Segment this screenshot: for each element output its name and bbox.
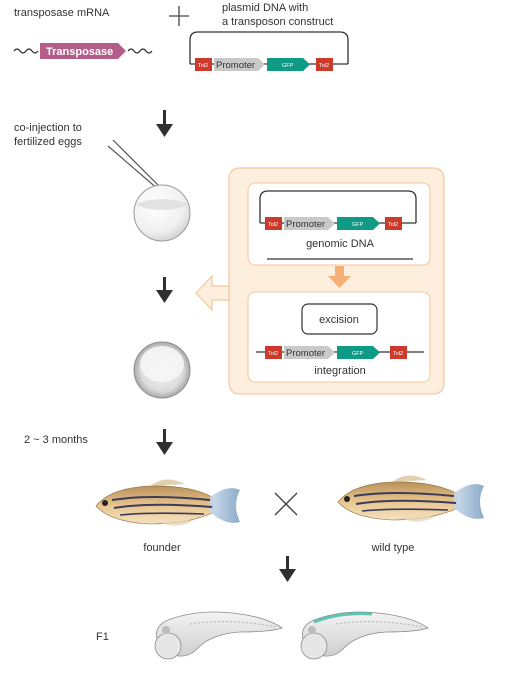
- tol2-left-label: Tol2: [198, 63, 208, 69]
- cross-icon: [274, 492, 298, 516]
- gfp-label: GFP: [352, 351, 364, 357]
- orange-left-arrow: [195, 274, 230, 312]
- gfp-label: GFP: [282, 63, 294, 69]
- promoter-label: Promoter: [216, 60, 255, 71]
- plasmid-label-line1: plasmid DNA with: [222, 2, 308, 14]
- gfp-block: [337, 217, 380, 230]
- wild-type-fish: [337, 475, 484, 522]
- tol2-right-block: [385, 217, 402, 230]
- wild-type-label: wild type: [371, 542, 415, 554]
- tol2-left-block: [265, 346, 282, 359]
- tol2-right-label: Tol2: [388, 222, 398, 228]
- injection-needle-icon: [107, 139, 162, 191]
- tol2-left-block: [195, 58, 212, 71]
- plus-icon: [169, 6, 189, 26]
- developing-embryo: [133, 341, 191, 399]
- tol2-right-block: [316, 58, 333, 71]
- gfp-block: [337, 346, 380, 359]
- gfp-block: [267, 58, 310, 71]
- tol2-right-block: [390, 346, 407, 359]
- promoter-block: [284, 346, 335, 359]
- fertilized-egg: [133, 184, 191, 242]
- promoter-block: [284, 217, 335, 230]
- plasmid-construct: Tol2 Promoter GFP Tol2: [189, 31, 349, 71]
- tol2-left-label: Tol2: [268, 351, 278, 357]
- transposase-coding-block: [40, 43, 126, 59]
- founder-fish: [95, 479, 240, 526]
- genomic-dna-label: genomic DNA: [306, 238, 375, 250]
- promoter-label: Promoter: [286, 219, 325, 230]
- plasmid-label-line2: a transposon construct: [222, 16, 333, 28]
- transposase-tag-label: Transposase: [46, 46, 113, 58]
- integration-label: integration: [314, 365, 365, 377]
- excision-label: excision: [319, 314, 359, 326]
- excision-loop: [301, 303, 378, 335]
- tol2-left-label: Tol2: [268, 222, 278, 228]
- founder-label: founder: [143, 542, 181, 554]
- transposase-mrna: Transposase: [13, 43, 153, 59]
- down-arrow-3: [156, 429, 173, 455]
- coinjection-label-line2: fertilized eggs: [14, 136, 82, 148]
- coinjection-label-line1: co-injection to: [14, 122, 82, 134]
- time-label: 2 ~ 3 months: [24, 434, 88, 446]
- f1-embryo-nontransgenic: [154, 611, 283, 660]
- down-arrow-1: [156, 110, 173, 137]
- f1-embryo-gfp-positive: [300, 611, 429, 660]
- f1-label: F1: [96, 631, 109, 643]
- down-arrow-2: [156, 277, 173, 303]
- gfp-label: GFP: [352, 222, 364, 228]
- promoter-block: [214, 58, 265, 71]
- tol2-right-label: Tol2: [319, 63, 329, 69]
- down-arrow-4: [279, 556, 296, 582]
- tol2-left-block: [265, 217, 282, 230]
- transposase-mrna-label: transposase mRNA: [14, 7, 110, 19]
- integration-panel: Tol2 Promoter GFP Tol2 genomic DNA excis…: [228, 167, 445, 395]
- tol2-right-label: Tol2: [393, 351, 403, 357]
- promoter-label: Promoter: [286, 348, 325, 359]
- gfp-expression-signal: [313, 612, 373, 624]
- orange-down-arrow: [328, 266, 351, 288]
